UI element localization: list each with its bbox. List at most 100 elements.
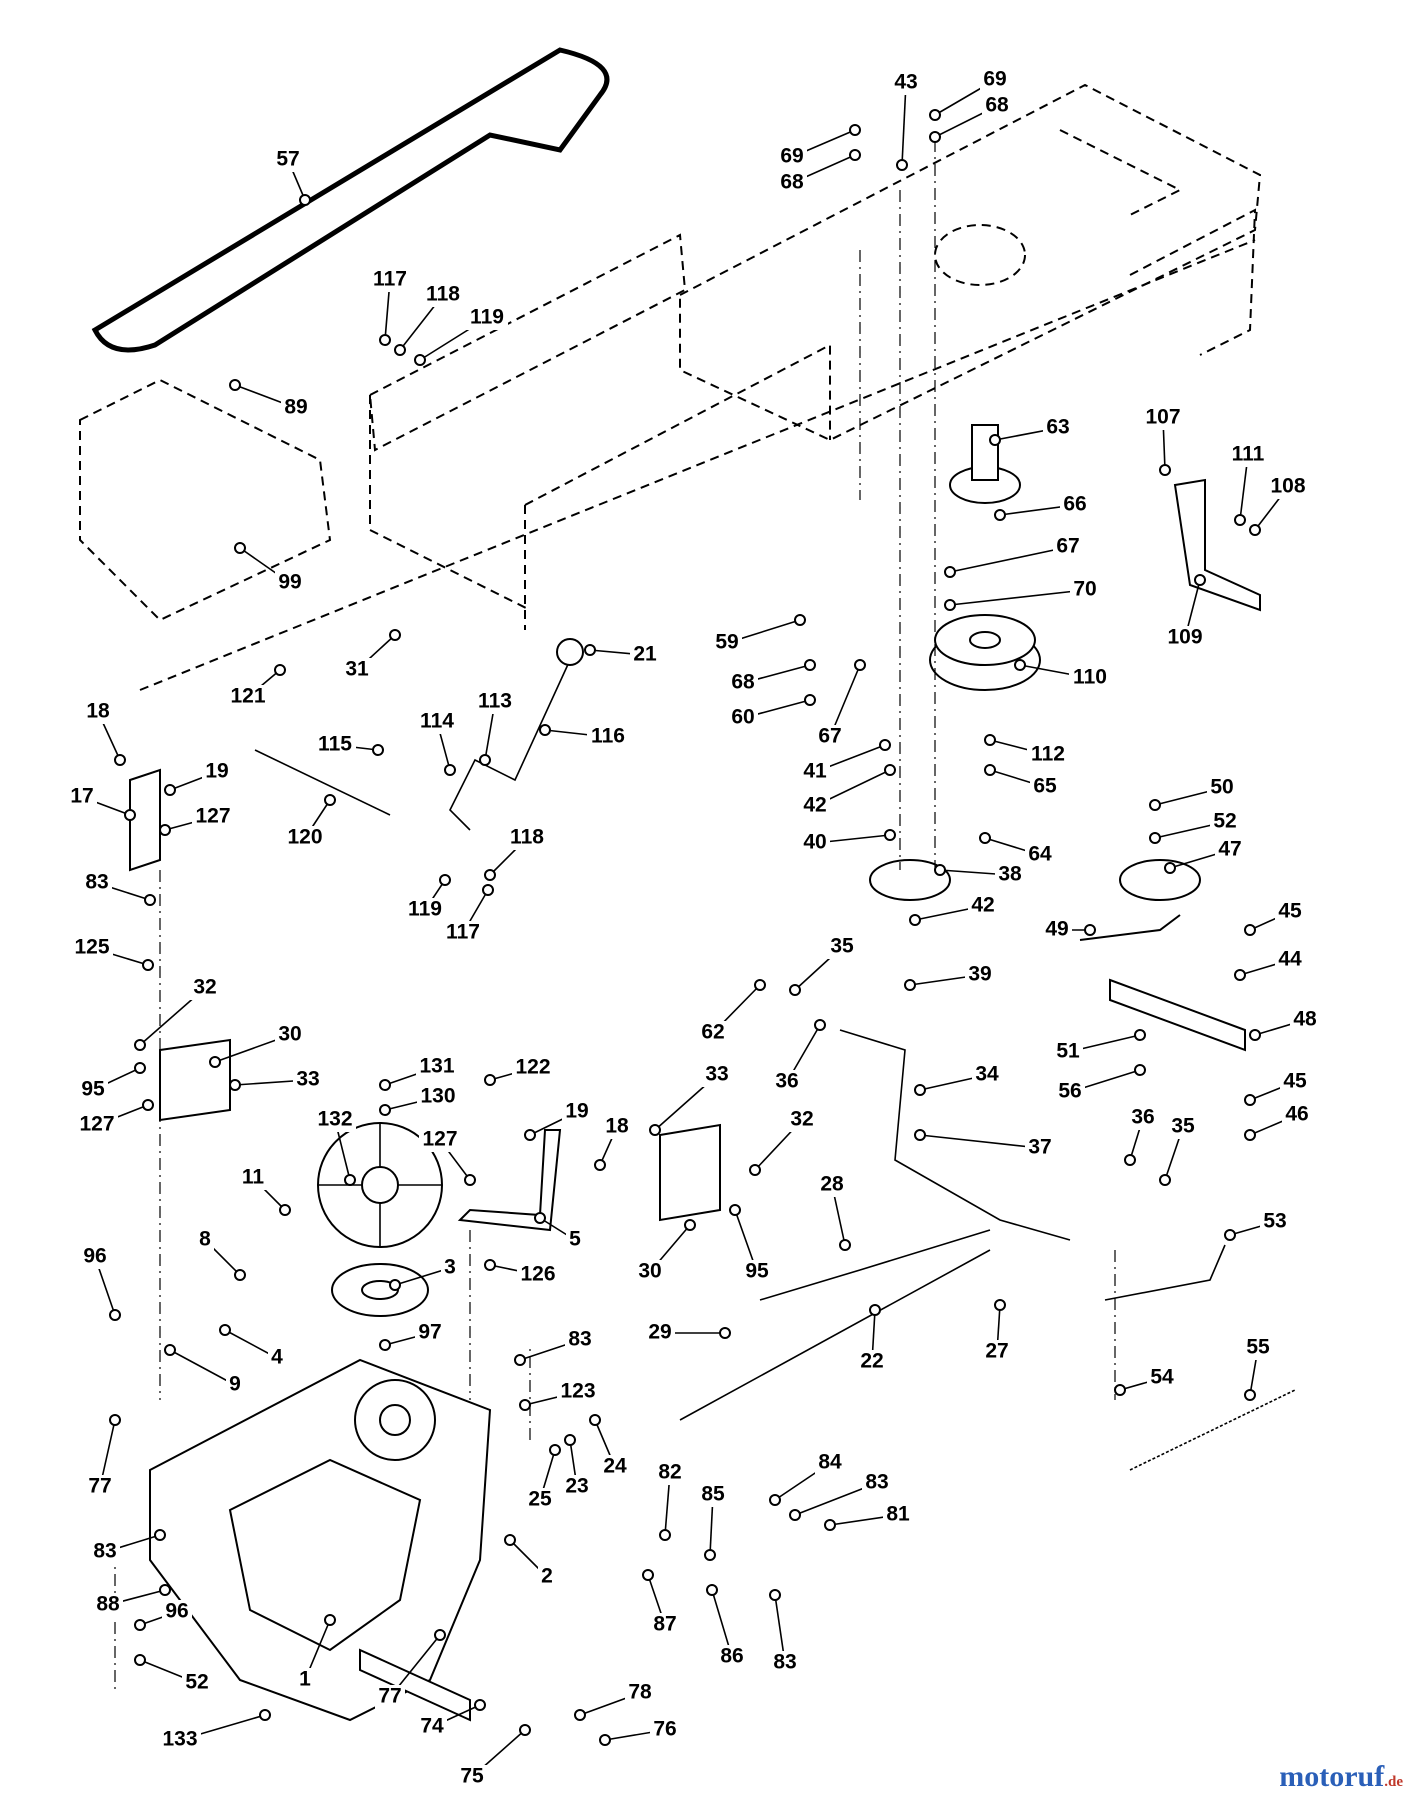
callout-backdrop: [275, 1023, 305, 1047]
part-marker: [164, 1344, 176, 1356]
callout-number: 43: [894, 71, 917, 94]
part-marker: [1234, 514, 1246, 526]
callout-backdrop: [238, 1166, 268, 1190]
callout-backdrop: [1042, 918, 1072, 942]
part-marker: [824, 1519, 836, 1531]
callout-33: 33: [229, 1068, 323, 1092]
part-marker: [599, 1734, 611, 1746]
callout-backdrop: [557, 1380, 599, 1404]
part-marker: [849, 149, 861, 161]
callout-number: 51: [1056, 1040, 1080, 1063]
callout-number: 18: [86, 700, 110, 723]
part-marker: [1249, 524, 1261, 536]
callout-number: 86: [720, 1645, 743, 1668]
callout-number: 116: [591, 725, 625, 748]
callout-number: 28: [820, 1173, 844, 1196]
part-marker: [934, 864, 946, 876]
callout-3: 3: [389, 1256, 459, 1291]
part-marker: [142, 959, 154, 971]
callout-56: 56: [1055, 1064, 1146, 1104]
part-marker: [154, 1529, 166, 1541]
callout-83: 83: [82, 871, 156, 906]
callout-number: 49: [1045, 918, 1068, 941]
callout-backdrop: [777, 145, 807, 169]
callout-backdrop: [1215, 838, 1245, 862]
callout-number: 130: [420, 1085, 455, 1108]
part-marker: [444, 764, 456, 776]
part-marker: [659, 1529, 671, 1541]
part-marker: [879, 739, 891, 751]
part-marker: [439, 874, 451, 886]
leader-line: [949, 546, 1069, 573]
callout-backdrop: [1210, 810, 1240, 834]
part-marker: [484, 1259, 496, 1271]
callout-76: 76: [599, 1718, 680, 1746]
callout-backdrop: [1282, 1103, 1312, 1127]
callout-54: 54: [1114, 1366, 1177, 1396]
callout-number: 42: [971, 894, 994, 917]
callout-number: 52: [1213, 810, 1236, 833]
callout-33: 33: [649, 1063, 732, 1136]
callout-number: 64: [1028, 843, 1052, 866]
shift-lever: [254, 638, 584, 831]
callout-backdrop: [76, 1113, 118, 1137]
callout-number: 88: [96, 1593, 120, 1616]
callout-number: 42: [803, 794, 826, 817]
callout-47: 47: [1164, 838, 1245, 874]
callout-backdrop: [982, 94, 1012, 118]
callout-number: 119: [470, 306, 504, 329]
callout-backdrop: [474, 690, 516, 714]
callout-backdrop: [93, 1593, 123, 1617]
part-marker: [219, 1324, 231, 1336]
cooling-fan: [317, 1122, 443, 1248]
watermark-tld: .de: [1384, 1774, 1403, 1790]
part-marker: [1134, 1064, 1146, 1076]
callout-88: 88: [93, 1584, 171, 1617]
callout-60: 60: [728, 694, 816, 730]
callout-84: 84: [769, 1451, 845, 1506]
callout-backdrop: [1260, 1210, 1290, 1234]
callout-number: 96: [83, 1245, 106, 1268]
callout-69: 69: [929, 68, 1010, 121]
part-marker: [564, 1434, 576, 1446]
part-marker: [1164, 862, 1176, 874]
callout-number: 120: [287, 826, 322, 849]
callout-backdrop: [995, 863, 1025, 887]
callout-number: 77: [378, 1685, 401, 1708]
callout-25: 25: [525, 1444, 561, 1512]
callout-89: 89: [229, 379, 311, 420]
part-marker: [274, 664, 286, 676]
callout-number: 33: [705, 1063, 728, 1086]
callout-number: 70: [1073, 578, 1096, 601]
part-marker: [854, 659, 866, 671]
part-marker: [594, 1159, 606, 1171]
callout-86: 86: [706, 1584, 747, 1669]
callout-132: 132: [314, 1108, 356, 1186]
callout-55: 55: [1243, 1336, 1273, 1401]
part-marker: [849, 124, 861, 136]
callout-121: 121: [227, 664, 286, 709]
callout-34: 34: [914, 1063, 1002, 1096]
callout-backdrop: [982, 1340, 1012, 1364]
callout-backdrop: [538, 1565, 556, 1589]
callout-number: 132: [317, 1108, 352, 1131]
part-marker: [159, 1584, 171, 1596]
callout-number: 35: [830, 935, 854, 958]
callout-number: 108: [1270, 475, 1305, 498]
callout-backdrop: [698, 1483, 728, 1507]
part-marker: [1159, 1174, 1171, 1186]
callout-29: 29: [645, 1321, 731, 1345]
callout-number: 77: [88, 1475, 111, 1498]
callout-44: 44: [1234, 948, 1305, 981]
part-marker: [896, 159, 908, 171]
part-marker: [984, 734, 996, 746]
part-marker: [1244, 1094, 1256, 1106]
callout-backdrop: [728, 706, 758, 730]
callout-backdrop: [650, 1613, 680, 1637]
callout-114: 114: [416, 710, 458, 776]
callout-backdrop: [602, 1115, 632, 1139]
callout-backdrop: [1164, 626, 1206, 650]
callout-number: 112: [1031, 743, 1065, 766]
